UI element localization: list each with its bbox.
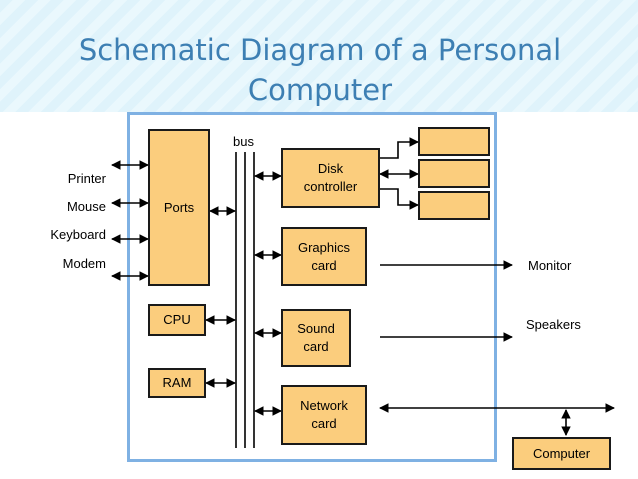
monitor-label: Monitor [528, 258, 572, 273]
graphics-card-box: Graphics card [281, 227, 367, 286]
slide-title: Schematic Diagram of a Personal Computer [78, 33, 562, 107]
ram-box: RAM [148, 368, 206, 398]
disk-controller-label: Disk controller [303, 161, 358, 194]
computer-box: Computer [512, 437, 611, 470]
ram-label: RAM [162, 375, 192, 390]
disk-controller-box: Disk controller [281, 148, 380, 208]
title-band [0, 0, 638, 112]
sound-card-box: Sound card [281, 309, 351, 367]
drive-box-2 [418, 159, 490, 188]
mouse-label: Mouse [66, 199, 106, 214]
drive-1-link [380, 137, 419, 159]
drive-3-link [380, 188, 419, 210]
modem-label: Modem [62, 256, 106, 271]
keyboard-label: Keyboard [50, 227, 106, 242]
cpu-box: CPU [148, 304, 206, 336]
bus-label: bus [233, 134, 254, 149]
network-card-box: Network card [281, 385, 367, 445]
speakers-label: Speakers [526, 317, 581, 332]
graphics-card-label: Graphics card [297, 239, 351, 273]
drive-box-1 [418, 127, 490, 156]
ports-box: Ports [148, 129, 210, 286]
computer-label: Computer [532, 445, 591, 461]
network-card-label: Network card [300, 398, 348, 431]
ports-label: Ports [163, 199, 195, 215]
computer-case-frame [127, 112, 497, 462]
cpu-label: CPU [163, 312, 191, 327]
drive-box-3 [418, 191, 490, 220]
sound-card-label: Sound card [297, 321, 335, 354]
printer-label: Printer [67, 171, 106, 186]
